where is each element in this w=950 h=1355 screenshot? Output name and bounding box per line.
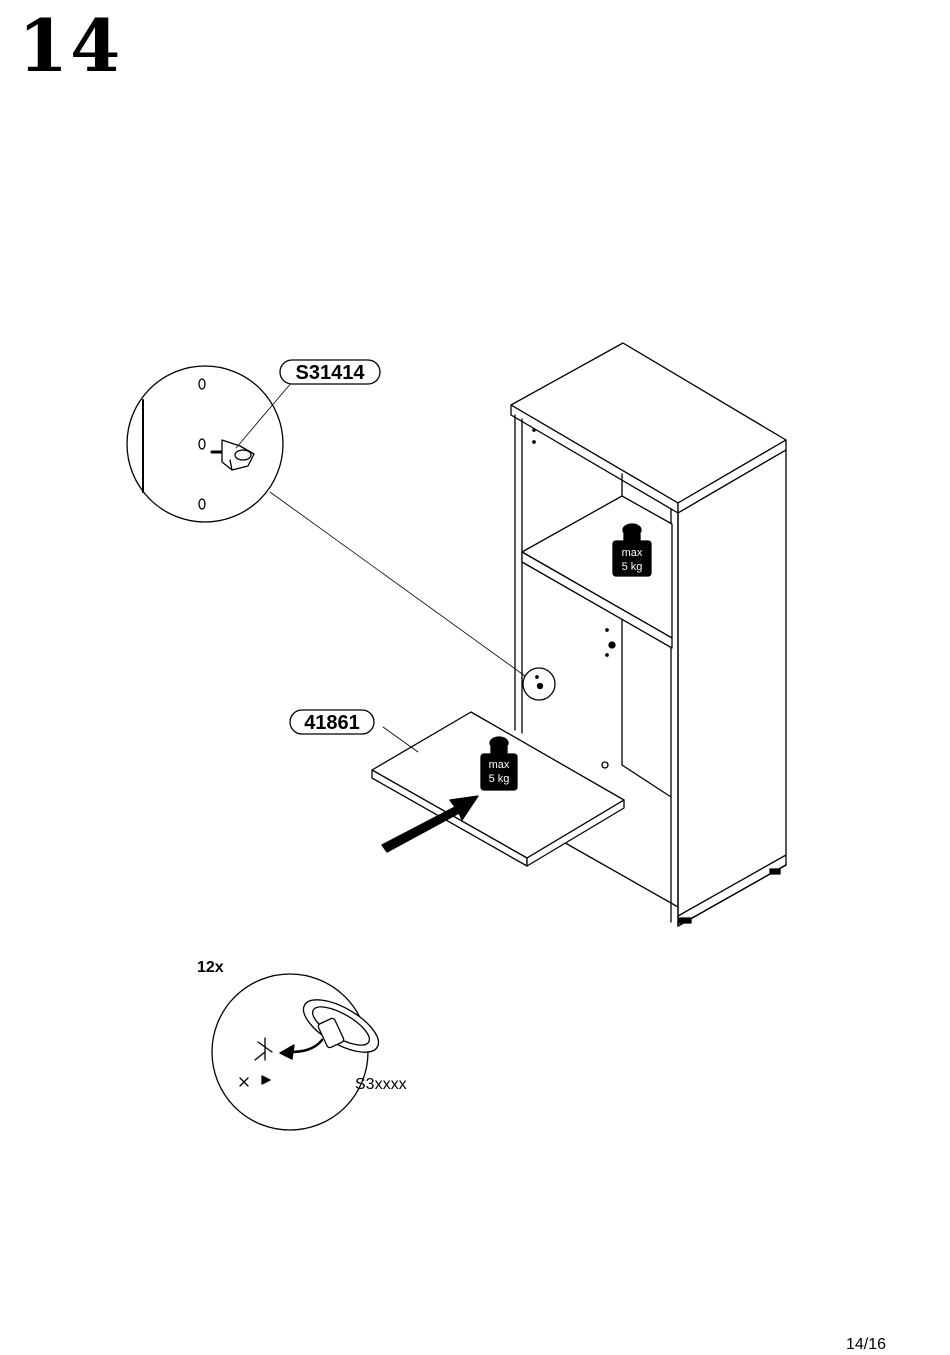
part-code-s31414: S31414 <box>296 362 366 384</box>
detail-circle-shelf-support <box>127 366 525 676</box>
weight-limit-top-line1: max <box>622 547 643 559</box>
generic-part-code: S3xxxx <box>355 1076 407 1093</box>
weight-limit-bottom-line1: max <box>489 759 510 771</box>
page-number: 14/16 <box>846 1336 886 1354</box>
quantity-label: 12x <box>197 959 224 976</box>
weight-limit-top-line2: 5 kg <box>622 561 643 573</box>
part-code-41861: 41861 <box>304 712 360 734</box>
weight-limit-bottom-line2: 5 kg <box>489 773 510 785</box>
detail-circle-removal <box>212 974 386 1130</box>
